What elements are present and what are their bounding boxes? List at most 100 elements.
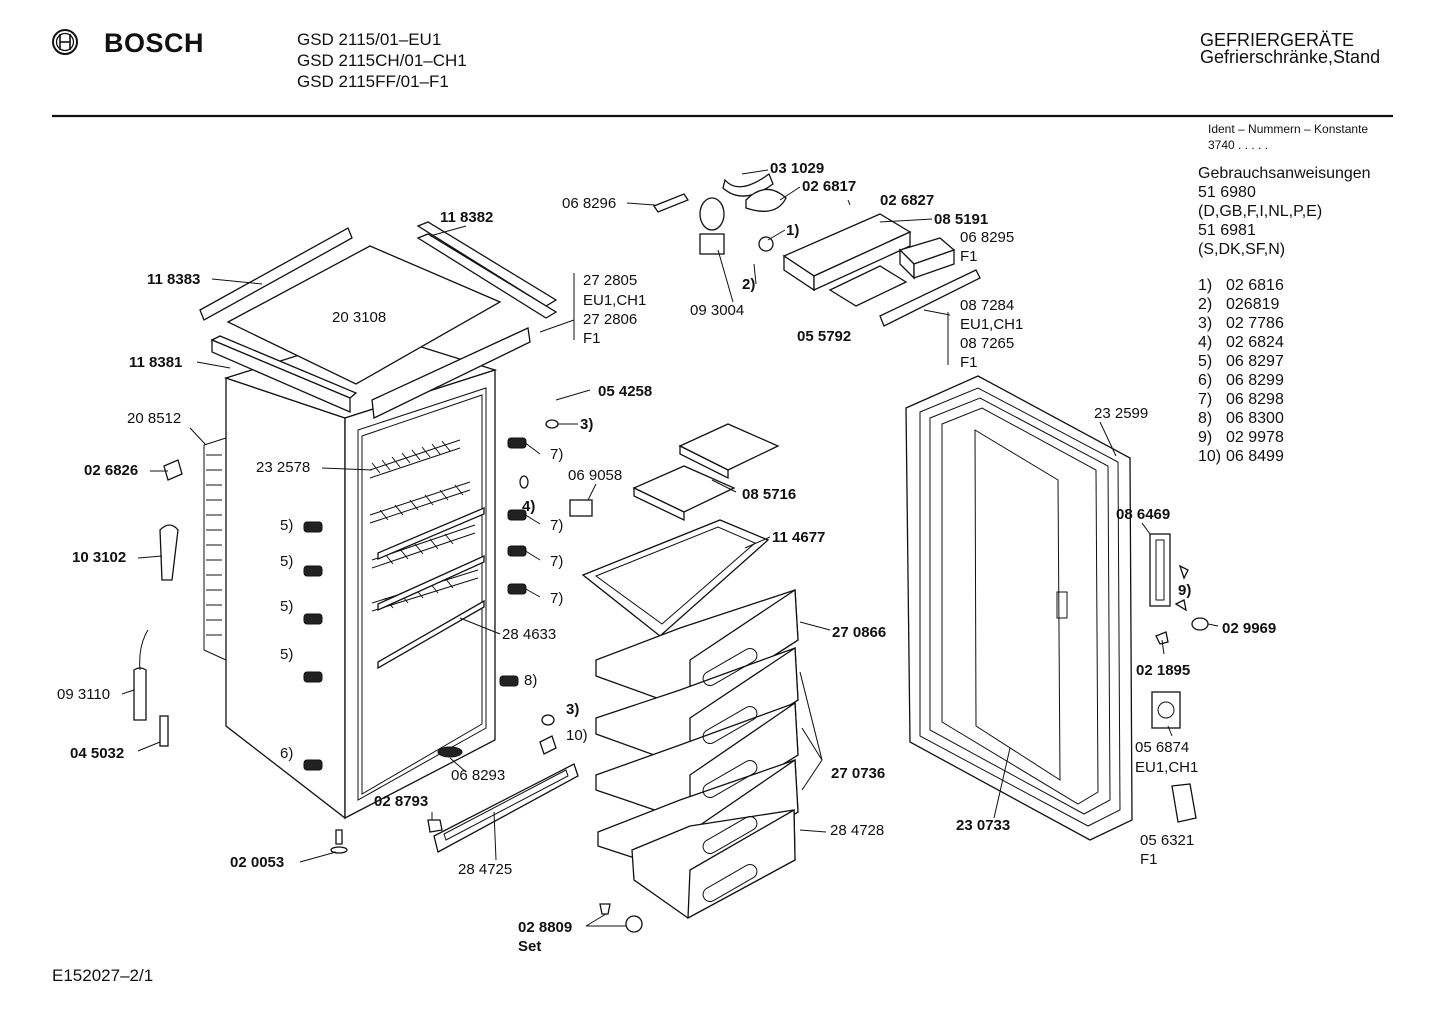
variant-label: EU1,CH1 (960, 316, 1024, 333)
footnote-value: 02 6824 (1226, 334, 1284, 351)
appliance-category: GEFRIERGERÄTE (1200, 30, 1355, 50)
footnote-key: 4) (1198, 334, 1213, 351)
small-parts-drawing (133, 419, 1209, 933)
appliance-subcategory: Gefrierschränke,Stand (1200, 47, 1381, 67)
manual-2-languages: (S,DK,SF,N) (1198, 241, 1286, 258)
part-label: 27 0736 (831, 765, 886, 782)
footnote-ref: 8) (524, 672, 538, 689)
manual-1: 51 6980 (1198, 184, 1256, 201)
footnote-ref: 5) (280, 553, 294, 570)
footnote-row: 6) 06 8299 (1198, 371, 1284, 390)
control-box-drawing (653, 172, 981, 327)
footnote-ref: 7) (550, 446, 564, 463)
part-label: 11 8382 (440, 209, 494, 226)
part-label: 28 4633 (502, 626, 557, 643)
part-label: 03 1029 (770, 160, 825, 177)
footnote-key: 6) (1198, 372, 1213, 389)
footnote-key: 3) (1198, 315, 1213, 332)
footnote-row: 8)06 8300 (1198, 409, 1284, 428)
part-label: 05 6321 (1140, 832, 1195, 849)
manual-2: 51 6981 (1198, 222, 1256, 239)
footnote-value: 06 8499 (1226, 448, 1284, 465)
set-label: Set (518, 938, 542, 955)
variant-label: EU1,CH1 (583, 292, 647, 309)
footnote-ref: 4) (522, 498, 536, 515)
footnote-key: 8) (1198, 410, 1213, 427)
model-number-1: GSD 2115/01–EU1 (297, 30, 442, 49)
footnote-row: 9)02 9978 (1198, 428, 1284, 447)
part-label: 23 2599 (1094, 405, 1149, 422)
model-number-2: GSD 2115CH/01–CH1 (297, 51, 467, 70)
variant-label: F1 (960, 248, 978, 265)
footnote-row: 5) 06 8297 (1198, 352, 1284, 371)
model-number-3: GSD 2115FF/01–F1 (297, 72, 449, 91)
part-label: 27 0866 (832, 624, 887, 641)
part-label: 23 0733 (956, 817, 1011, 834)
footnote-key: 7) (1198, 391, 1213, 408)
footnote-ref: 10) (566, 727, 588, 744)
footnote-value: 06 8297 (1226, 353, 1284, 370)
part-label: 08 7265 (960, 335, 1015, 352)
part-label: 02 0053 (230, 854, 285, 871)
manuals-title: Gebrauchsanweisungen (1198, 165, 1371, 182)
part-label: 10 3102 (72, 549, 127, 566)
part-label: 06 8296 (562, 195, 617, 212)
part-label: 11 8381 (129, 354, 183, 371)
part-label: 08 7284 (960, 297, 1015, 314)
part-label: 20 8512 (127, 410, 182, 427)
footnote-ref: 9) (1178, 582, 1192, 599)
cabinet-body-drawing (203, 331, 498, 820)
part-label: 02 6826 (84, 462, 139, 479)
door-drawing (905, 375, 1133, 841)
part-label: 09 3004 (690, 302, 745, 319)
cold-packs-drawing (632, 423, 780, 522)
part-label: 09 3110 (57, 686, 111, 703)
part-label: 06 8293 (451, 767, 506, 784)
part-label: 08 5191 (934, 211, 989, 228)
part-label: 27 2806 (583, 311, 638, 328)
leader-lines (121, 169, 1219, 927)
footnote-row: 1)02 6816 (1198, 276, 1284, 295)
footnote-ref: 2) (742, 276, 756, 293)
part-label: 11 8383 (147, 271, 201, 288)
part-label: 28 4725 (458, 861, 513, 878)
variant-label: F1 (1140, 851, 1158, 868)
footnote-ref: 3) (580, 416, 594, 433)
part-label: 02 8809 (518, 919, 573, 936)
footnote-ref: 5) (280, 598, 294, 615)
footnote-ref: 7) (550, 517, 564, 534)
variant-label: F1 (583, 330, 601, 347)
footnote-key: 2) (1198, 296, 1213, 313)
part-label: 05 4258 (598, 383, 653, 400)
footnote-key: 9) (1198, 429, 1213, 446)
footnote-list: 1)02 6816 2)026819 3)02 7786 4) 02 6824 5… (1198, 276, 1284, 466)
part-label: 06 8295 (960, 229, 1015, 246)
footnote-value: 06 8299 (1226, 372, 1284, 389)
part-label: 02 1895 (1136, 662, 1191, 679)
part-label: 05 5792 (797, 328, 852, 345)
brand-logo-text: BOSCH (104, 28, 205, 58)
footnote-ref: 7) (550, 553, 564, 570)
part-label: 08 5716 (742, 486, 797, 503)
footnote-row: 3)02 7786 (1198, 314, 1284, 333)
part-label: 02 6827 (880, 192, 935, 209)
part-label: 20 3108 (332, 309, 387, 326)
footnote-row: 7)06 8298 (1198, 390, 1284, 409)
part-label: 27 2805 (583, 272, 638, 289)
manual-1-languages: (D,GB,F,I,NL,P,E) (1198, 203, 1323, 220)
part-label: 06 9058 (568, 467, 623, 484)
part-label: 02 6817 (802, 178, 857, 195)
ident-value: 3740 . . . . . (1208, 138, 1269, 152)
footnote-row: 2)026819 (1198, 295, 1284, 314)
footnote-key: 10) (1198, 448, 1222, 465)
footnote-key: 1) (1198, 277, 1213, 294)
footnote-row: 10)06 8499 (1198, 447, 1284, 466)
bosch-armature-icon (52, 29, 78, 55)
drawing-id: E152027–2/1 (52, 966, 154, 985)
top-cover-drawing (199, 221, 558, 419)
part-label: 05 6874 (1135, 739, 1190, 756)
footnote-ref: 6) (280, 745, 294, 762)
footnote-key: 5) (1198, 353, 1213, 370)
